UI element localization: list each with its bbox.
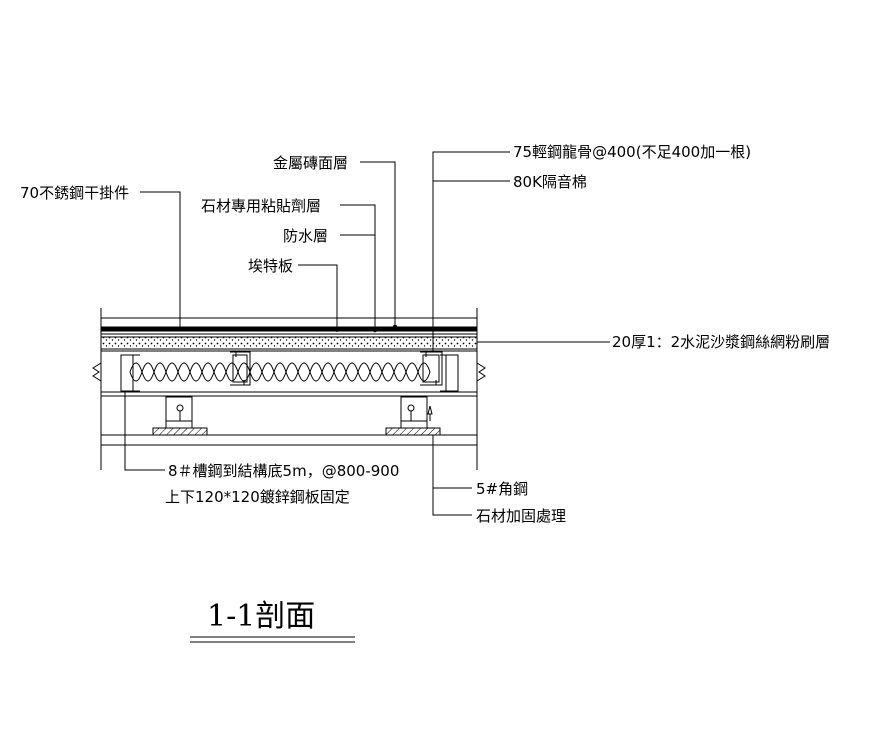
section-title: 1-1剖面 (207, 599, 315, 634)
base-plate-left (152, 427, 208, 436)
label-stone-adhesive: 石材專用粘貼劑層 (201, 197, 321, 215)
labels: 70不銹鋼干掛件 金屬磚面層 石材專用粘貼劑層 防水層 埃特板 75輕鋼龍骨@4… (20, 143, 830, 634)
label-light-steel-keel: 75輕鋼龍骨@400(不足400加一根) (513, 143, 751, 161)
label-channel-steel-1: 8＃槽鋼到結構底5m，@800-900 (168, 462, 399, 480)
wall-section (92, 308, 486, 470)
label-channel-steel-2: 上下120*120鍍鋅鋼板固定 (165, 488, 350, 506)
base-plate-right (385, 427, 441, 436)
leader-lines (124, 151, 610, 643)
label-stainless-hanger: 70不銹鋼干掛件 (20, 184, 129, 202)
label-mortar-plaster: 20厚1：2水泥沙漿鋼絲網粉刷層 (612, 333, 830, 351)
label-acoustic-wool: 80K隔音棉 (513, 173, 587, 191)
label-stone-reinforce: 石材加固處理 (476, 507, 566, 525)
mortar-layer (100, 336, 478, 350)
label-metal-tile: 金屬磚面層 (273, 154, 348, 172)
label-eternit-board: 埃特板 (248, 257, 293, 275)
label-waterproof: 防水層 (283, 227, 328, 245)
bracket-left (165, 396, 193, 422)
acoustic-wool (129, 362, 431, 382)
metal-tile-layer (100, 326, 478, 332)
label-angle-steel: 5#角鋼 (476, 480, 528, 498)
